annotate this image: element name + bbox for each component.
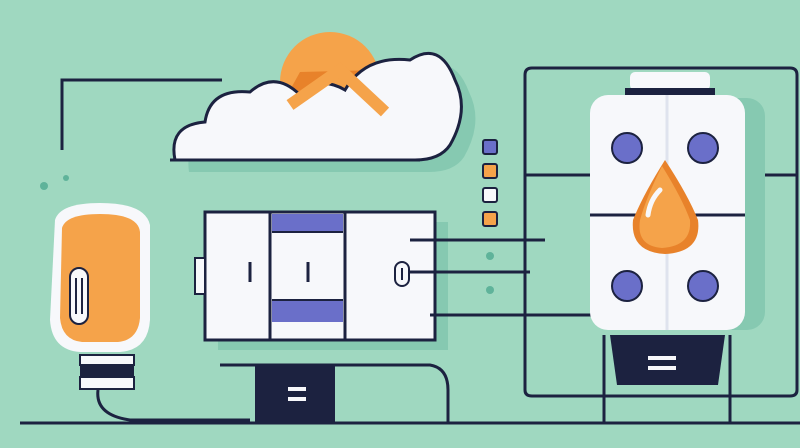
tank-frame	[523, 66, 799, 398]
dot-decoration	[40, 182, 48, 190]
status-indicator-icon	[482, 139, 498, 227]
light-bulb-icon	[50, 203, 250, 422]
oil-drop-icon	[632, 160, 699, 254]
dot-decoration	[63, 175, 69, 181]
cloud-icon	[170, 51, 476, 172]
wire-top-left	[60, 78, 222, 150]
power-cabinet-icon	[194, 210, 450, 423]
